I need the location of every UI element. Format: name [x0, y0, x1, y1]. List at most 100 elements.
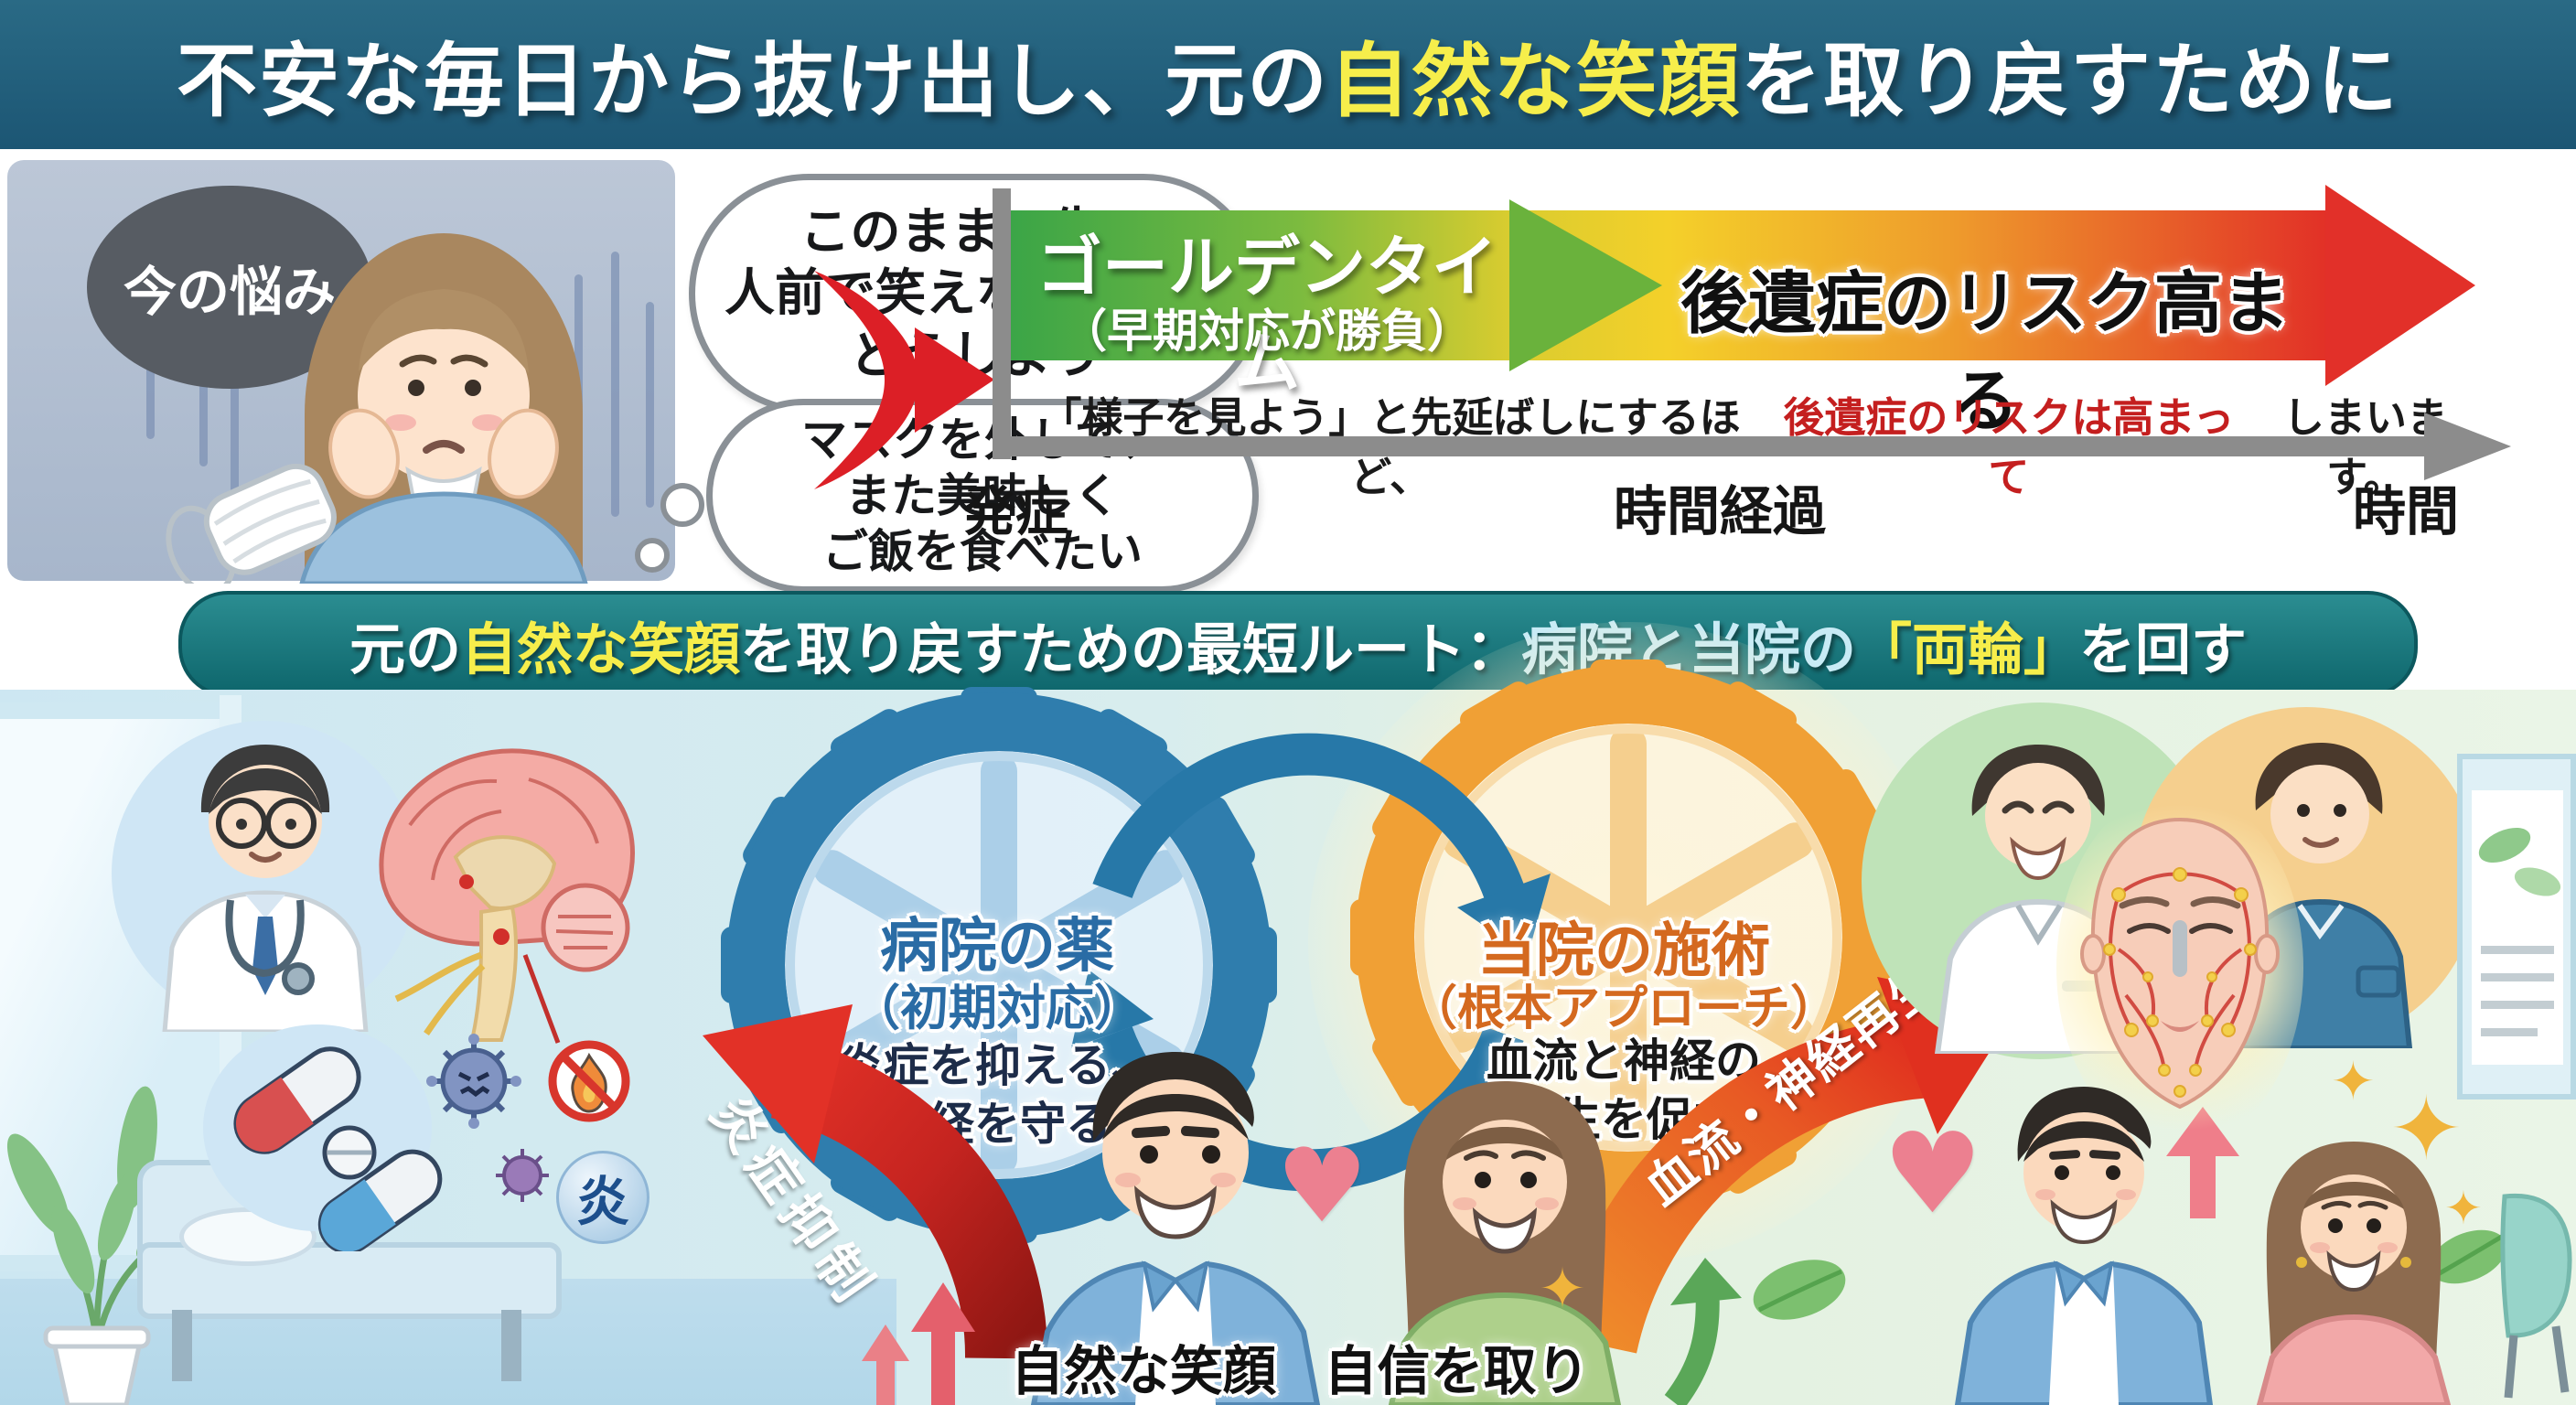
outcome-confidence-label: 自信を取り戻す: [1299, 1328, 1615, 1405]
heart-icon: ♥: [1276, 1127, 1368, 1246]
caption-part3: しまいます。: [2282, 393, 2448, 501]
leaf-icon: [1753, 1260, 1846, 1320]
golden-time-title: ゴールデンタイム: [1025, 213, 1509, 405]
worry-badge: 今の悩み: [87, 186, 372, 389]
happy-woman-illustration: [2256, 1142, 2452, 1405]
no-inflammation-icon: [548, 1040, 630, 1122]
sparkle-icon: ✦: [1539, 1255, 1586, 1322]
virus-icon: [426, 1034, 521, 1129]
page-title-part3: を取り戻すために: [1741, 34, 2400, 128]
route-part5: 「両輪」: [1856, 617, 2080, 682]
woman-bangs: [359, 289, 529, 373]
inflammation-badge: 炎: [556, 1151, 649, 1244]
facial-nerve-diagram: [2080, 817, 2280, 1110]
axis-end-text: 時間: [2352, 480, 2459, 542]
small-virus-icon: [496, 1149, 549, 1202]
timeline-x-axis: [993, 436, 2429, 456]
timeline-caption: 「様子を見よう」と先延ばしにするほど、後遺症のリスクは高まってしまいます。: [1011, 384, 2484, 503]
axis-origin-text: 発症: [961, 480, 1068, 542]
page-title: 不安な毎日から抜け出し、元の自然な笑顔を取り戻すために: [0, 0, 2576, 149]
hospital-gear-subtitle-text: （初期対応）: [852, 981, 1143, 1036]
man-smile: [1134, 1185, 1217, 1239]
smiling-man-illustration: [1030, 1052, 1321, 1405]
sparkle-icon: ✦: [2444, 1182, 2483, 1235]
timeline-x-axis-arrowhead: [2424, 413, 2511, 480]
route-part1: 元の: [349, 617, 461, 682]
woman2-top: [1388, 1292, 1622, 1405]
inflammation-arrowhead: [703, 1004, 853, 1164]
inflammation-arrow: [703, 1004, 1048, 1359]
cerebellum: [541, 883, 630, 972]
masseur-face: [2270, 765, 2369, 863]
hospital-gear-title-text: 病院の薬: [880, 913, 1114, 981]
outcome-smile-label: 自然な笑顔: [1006, 1328, 1281, 1405]
sparkle-icon: ✦: [2331, 1050, 2376, 1112]
earring: [2400, 1257, 2411, 1268]
inflammation-char: 炎: [575, 1171, 629, 1233]
happy-man-illustration: [1954, 1087, 2214, 1405]
bed-leg: [501, 1310, 521, 1381]
timeline-y-axis: [993, 188, 1011, 459]
clinic-gear-subtitle-text: （根本アプローチ）: [1409, 981, 1838, 1036]
woman2-smile: [1472, 1207, 1538, 1254]
hanging-mask: [166, 463, 337, 584]
caption-part1: 「様子を見よう」と先延ばしにするほど、: [1040, 393, 1741, 501]
hospital-gear-subtitle: （初期対応）: [778, 970, 1217, 1039]
risk-label: 後遺症のリスク高まる: [1665, 249, 2305, 445]
thought-dot: [660, 483, 704, 527]
hospital-gear: [721, 687, 1277, 1243]
clinic-gear-title-text: 当院の施術: [1477, 917, 1770, 985]
cycle-arrowhead-left: [1071, 970, 1154, 1048]
axis-label-end: 時間: [2328, 468, 2484, 545]
clinic-gear-subtitle: （根本アプローチ）: [1404, 970, 1843, 1038]
axis-middle-text: 時間経過: [1613, 480, 1826, 542]
happy-woman-smile: [2326, 1250, 2381, 1292]
caption-part2: 後遺症のリスクは高まって: [1783, 393, 2235, 501]
clinic-gear-title: 当院の施術: [1404, 904, 1843, 988]
woman-hands: [328, 408, 559, 499]
earring: [2296, 1257, 2307, 1268]
thought-dot: [635, 538, 670, 573]
golden-time-subtitle-text: （早期対応が勝負）: [1061, 305, 1473, 358]
brain-illustration: [379, 748, 635, 1044]
route-part6: を回す: [2079, 617, 2248, 682]
green-chevron: [1509, 199, 1662, 371]
capsule-red: [233, 1046, 361, 1154]
pink-up-arrows: [862, 1282, 975, 1405]
green-up-arrow: [1664, 1258, 1742, 1405]
timeline-gradient-arrow: [1011, 185, 2475, 386]
gloom-line: [611, 252, 619, 517]
cycle-arrowhead-right: [1457, 874, 1551, 956]
bed-leg: [172, 1310, 192, 1381]
smiling-woman-illustration: [1388, 1081, 1622, 1405]
happy-man-smile: [2050, 1199, 2118, 1245]
chair: [2500, 1193, 2572, 1399]
route-part3: を取り戻すための最短ルート：: [739, 617, 1521, 682]
worried-woman-illustration: [166, 233, 588, 584]
golden-time-subtitle: （早期対応が勝負）: [1025, 295, 1509, 360]
gloom-line: [646, 302, 654, 508]
route-part2: 自然な笑顔: [460, 617, 740, 682]
pills-illustration: [233, 1046, 443, 1251]
woman-frown: [423, 440, 465, 454]
hospital-gear-title: 病院の薬: [778, 899, 1217, 983]
gloom-line: [231, 306, 239, 535]
capsule-blue: [317, 1149, 443, 1251]
risk-label-text: 後遺症のリスク高まる: [1680, 264, 2290, 441]
golden-time-title-text: ゴールデンタイム: [1036, 229, 1497, 402]
woman-face: [358, 310, 530, 482]
nerve-points: [2103, 867, 2257, 1098]
band-arrowhead: [2325, 185, 2475, 386]
page-title-part1: 不安な毎日から抜け出し、元の: [176, 34, 1329, 128]
outcome-smile-text: 自然な笑顔: [1010, 1340, 1276, 1402]
outcome-confidence-text: 自信を取り戻す: [1324, 1340, 1590, 1402]
axis-label-origin: 発症: [938, 468, 1093, 545]
man-hair: [1092, 1052, 1254, 1142]
axis-label-middle: 時間経過: [1605, 468, 1834, 545]
stethoscope-icon: [225, 899, 305, 978]
happy-woman-top: [2256, 1314, 2452, 1405]
wall-poster: [2457, 754, 2576, 1099]
red-swoosh-arrow: [814, 271, 994, 489]
